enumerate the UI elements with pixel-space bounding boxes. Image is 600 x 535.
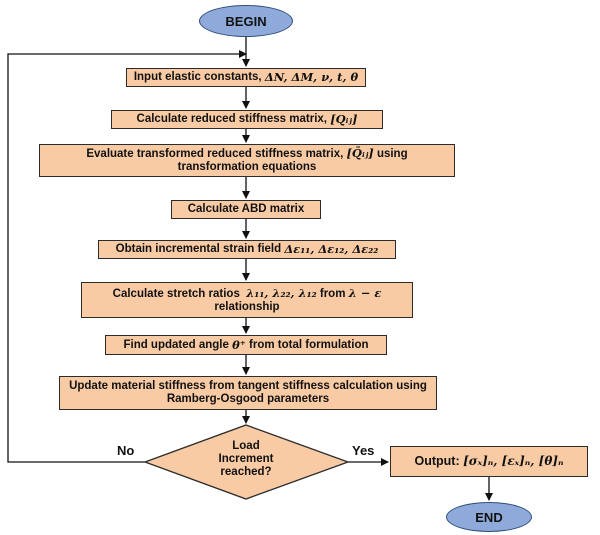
step-stretch-line1: Calculate stretch ratios — [112, 287, 247, 300]
no-label: No — [117, 443, 135, 458]
step-transformed-line2: transformation equations — [177, 161, 317, 173]
end-label: END — [475, 509, 503, 525]
step-input-constants: Input elastic constants, ΔN, ΔM, ν, t, θ — [126, 68, 366, 87]
step-transformed-line1: Evaluate transformed reduced stiffness m… — [86, 148, 347, 160]
step-strain-field: Obtain incremental strain field Δε₁₁, Δε… — [98, 240, 396, 259]
step-angle-text: Find updated angle — [123, 338, 233, 351]
decision-line1: Load — [232, 440, 260, 452]
step-stretch-math2: λ − ε — [348, 285, 382, 300]
step-abd-text: Calculate ABD matrix — [187, 203, 305, 215]
step-stretch-ratios: Calculate stretch ratios λ₁₁, λ₂₂, λ₁₂ f… — [81, 282, 413, 318]
step-stretch-math1: λ₁₁, λ₂₂, λ₁₂ — [246, 285, 317, 300]
output-text: Output: — [414, 454, 464, 468]
step-strain-math: Δε₁₁, Δε₁₂, Δε₂₂ — [284, 242, 379, 256]
step-transformed-line1-end: using — [373, 148, 408, 160]
decision-line2: Increment — [218, 453, 274, 465]
step-reduced-stiffness: Calculate reduced stiffness matrix, [Qᵢⱼ… — [111, 110, 383, 129]
step-transformed-math: [Q̄ᵢⱼ] — [346, 146, 374, 160]
end-oval: END — [446, 502, 532, 532]
begin-oval: BEGIN — [199, 5, 293, 37]
step-update-line2: Ramberg-Osgood parameters — [166, 393, 330, 405]
step-transformed-stiffness: Evaluate transformed reduced stiffness m… — [39, 144, 455, 177]
step-stretch-mid: from — [316, 287, 349, 300]
decision-label: Load Increment reached? — [190, 440, 302, 479]
step-update-stiffness: Update material stiffness from tangent s… — [59, 376, 437, 410]
step-abd-matrix: Calculate ABD matrix — [171, 200, 321, 219]
begin-label: BEGIN — [225, 13, 267, 29]
yes-label: Yes — [352, 443, 375, 458]
arrow-no-loop — [7, 50, 247, 463]
step-reduced-text: Calculate reduced stiffness matrix, — [136, 113, 331, 125]
output-box: Output: [σₓ]ₙ, [εₓ]ₙ, [θ]ₙ — [390, 446, 588, 477]
step-input-math: ΔN, ΔM, ν, t, θ — [264, 70, 359, 84]
step-updated-angle: Find updated angle θ⁺ from total formula… — [105, 335, 387, 355]
output-math: [σₓ]ₙ, [εₓ]ₙ, [θ]ₙ — [463, 454, 564, 468]
step-input-text: Input elastic constants, — [133, 71, 265, 83]
step-angle-text-end: from total formulation — [245, 338, 369, 351]
step-angle-math: θ⁺ — [232, 337, 246, 352]
step-strain-text: Obtain incremental strain field — [115, 243, 285, 255]
step-reduced-math: [Qᵢⱼ] — [330, 112, 358, 126]
step-stretch-line2: relationship — [214, 300, 280, 313]
decision-diamond — [143, 424, 350, 500]
decision-line3: reached? — [220, 466, 272, 478]
step-update-line1: Update material stiffness from tangent s… — [69, 380, 427, 392]
